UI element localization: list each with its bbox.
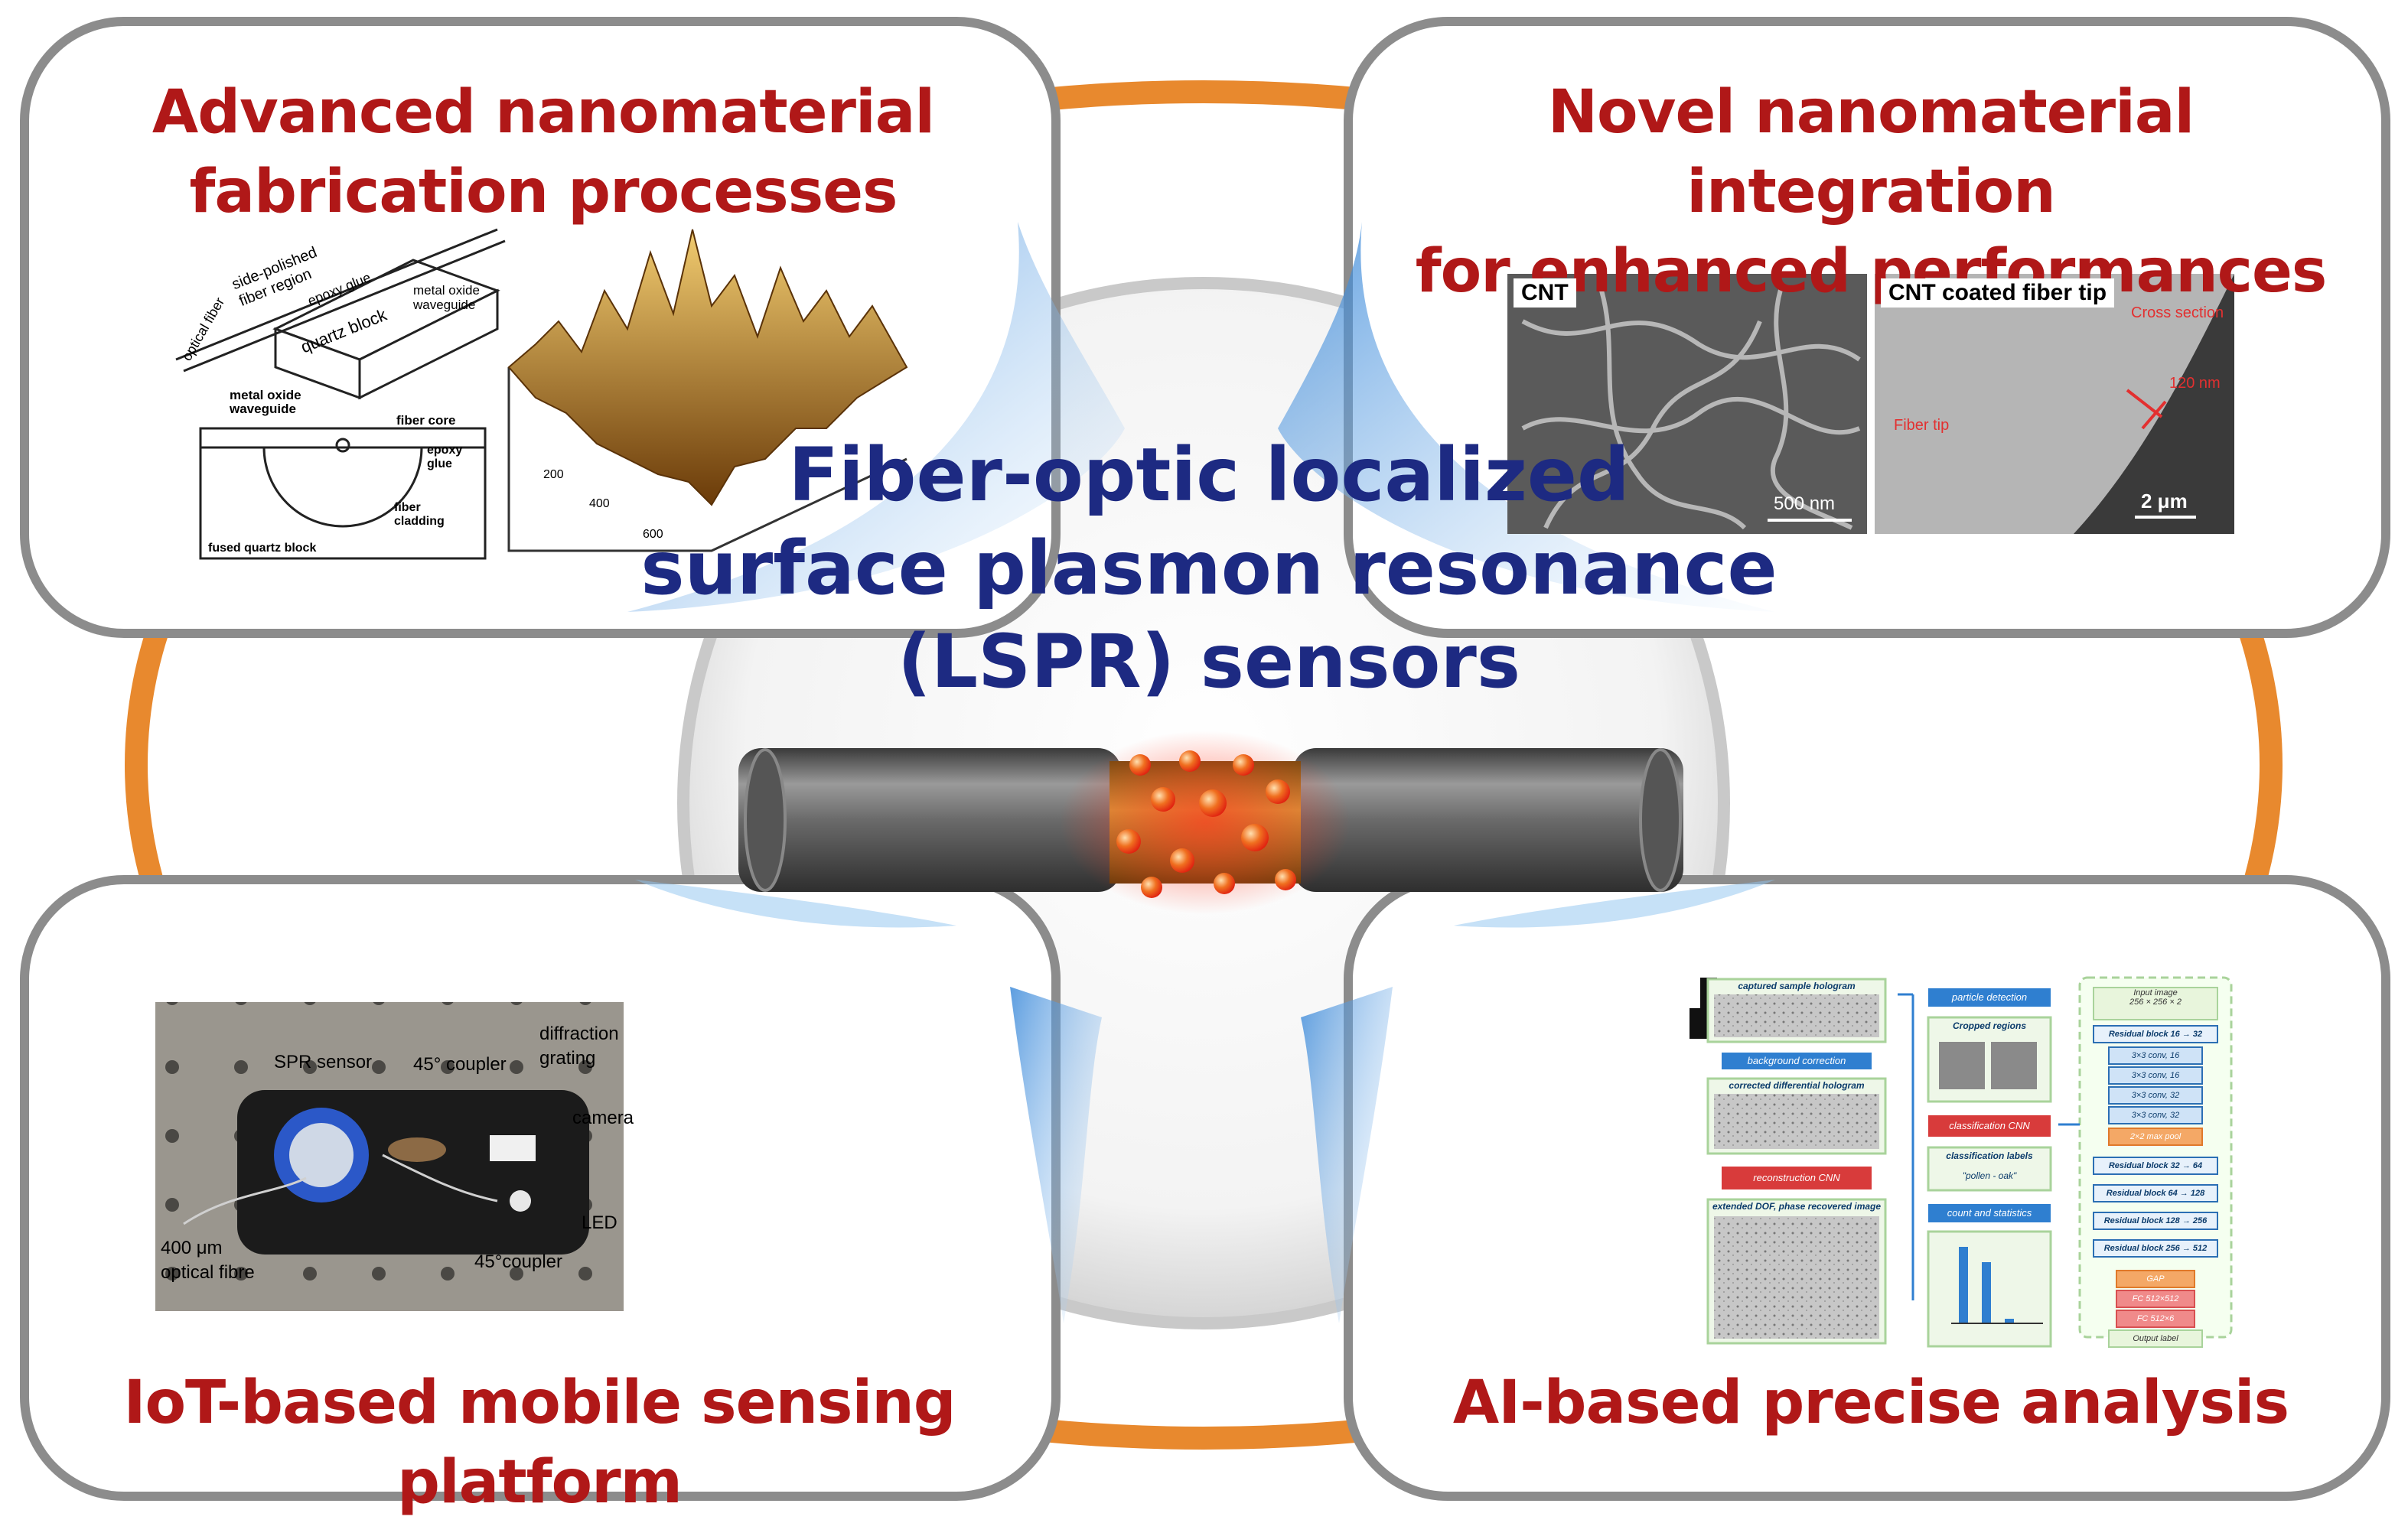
- optical-fiber-graphic: [738, 731, 1683, 914]
- schematic-label-epoxy-glue-bottom: epoxy glue: [427, 444, 463, 470]
- schematic-label-fiber-core: fiber core: [396, 413, 456, 428]
- flow-pollen-label: "pollen - oak": [1962, 1170, 2017, 1181]
- sem-scale-right: 2 μm: [2141, 490, 2188, 513]
- flow-classification-cnn: classification CNN: [1928, 1115, 2051, 1137]
- net-block-4: Residual block 128 → 256: [2093, 1212, 2218, 1230]
- sem-tag-cnt: CNT: [1514, 278, 1576, 308]
- flow-reconstruction-cnn: reconstruction CNN: [1722, 1167, 1872, 1189]
- net-conv-3: 3×3 conv, 32: [2108, 1086, 2203, 1105]
- photo-label-coupler-bottom: 45°coupler: [474, 1251, 563, 1272]
- sem-annotation-thickness: 120 nm: [2169, 375, 2221, 392]
- photo-label-led: LED: [582, 1212, 617, 1233]
- sem-images: [1507, 274, 2234, 534]
- center-title: Fiber-optic localized surface plasmon re…: [597, 428, 1821, 708]
- net-fc-1: GAP: [2116, 1270, 2195, 1288]
- net-input-label: Input image: [2133, 988, 2178, 997]
- net-block-3: Residual block 64 → 128: [2093, 1184, 2218, 1202]
- center-title-line-1: Fiber-optic localized: [788, 432, 1630, 518]
- afm-tick-400: 400: [589, 497, 610, 510]
- net-input-size: 256 × 256 × 2: [2129, 997, 2182, 1007]
- flow-corrected: corrected differential hologram: [1729, 1080, 1865, 1091]
- net-conv-4: 3×3 conv, 32: [2108, 1106, 2203, 1124]
- photo-label-diffraction: diffraction: [539, 1023, 619, 1044]
- flow-captured: captured sample hologram: [1738, 981, 1856, 991]
- sem-annotation-cross-section: Cross section: [2131, 304, 2224, 321]
- center-title-line-2: surface plasmon resonance: [640, 526, 1777, 611]
- net-pool: 2×2 max pool: [2108, 1128, 2203, 1146]
- mobile-platform-photo: [155, 1002, 624, 1311]
- net-block-5: Residual block 256 → 512: [2093, 1239, 2218, 1258]
- net-input: Input image 256 × 256 × 2: [2093, 987, 2218, 1020]
- panel-title-integration: Novel nanomaterial integration for enhan…: [1377, 73, 2364, 311]
- panel-title-fabrication: Advanced nanomaterial fabrication proces…: [92, 73, 995, 232]
- sem-scale-left: 500 nm: [1774, 493, 1836, 514]
- afm-tick-600: 600: [643, 528, 663, 541]
- sem-annotation-fiber-tip: Fiber tip: [1894, 417, 1950, 434]
- sem-tag-coated-tip: CNT coated fiber tip: [1881, 278, 2115, 308]
- photo-label-fibre: optical fibre: [161, 1262, 255, 1283]
- net-block-2: Residual block 32 → 64: [2093, 1157, 2218, 1175]
- flow-cropped: Cropped regions: [1952, 1020, 2026, 1031]
- light-beams: [627, 222, 1775, 1323]
- afm-tick-200: 200: [543, 468, 564, 481]
- photo-label-coupler-top: 45° coupler: [413, 1054, 507, 1075]
- schematic-label-metal-oxide-bottom: metal oxide waveguide: [230, 388, 301, 416]
- waveguide-schematic: [175, 228, 506, 560]
- afm-surface-plot: [507, 229, 908, 552]
- panel-title-ai: AI-based precise analysis: [1452, 1368, 2289, 1437]
- net-fc-3: FC 512×6: [2116, 1310, 2195, 1328]
- orange-ring: [125, 80, 2283, 1450]
- net-fc-2: FC 512×512: [2116, 1290, 2195, 1308]
- photo-label-grating: grating: [539, 1048, 596, 1069]
- schematic-label-metal-oxide-top: metal oxide waveguide: [413, 283, 480, 312]
- flow-count-statistics: count and statistics: [1928, 1204, 2051, 1222]
- schematic-label-fiber-cladding: fiber cladding: [394, 501, 445, 528]
- net-conv-1: 3×3 conv, 16: [2108, 1046, 2203, 1065]
- flow-extended-dof: extended DOF, phase recovered image: [1712, 1201, 1882, 1212]
- photo-label-spr-sensor: SPR sensor: [274, 1052, 373, 1072]
- title-line-2: fabrication processes: [189, 158, 898, 226]
- title-line-1: Advanced nanomaterial: [152, 78, 935, 147]
- flow-classification-labels: classification labels: [1946, 1150, 2033, 1161]
- net-conv-2: 3×3 conv, 16: [2108, 1066, 2203, 1085]
- photo-label-fibre-size: 400 μm: [161, 1238, 223, 1258]
- panel-title-iot: IoT-based mobile sensing platform: [123, 1368, 956, 1517]
- schematic-label-fused-quartz: fused quartz block: [208, 542, 317, 555]
- flow-background-correction: background correction: [1722, 1053, 1872, 1069]
- net-output: Output label: [2108, 1329, 2203, 1348]
- center-title-line-3: (LSPR) sensors: [898, 619, 1520, 705]
- net-block-1: Residual block 16 → 32: [2093, 1025, 2218, 1043]
- flow-particle-detection: particle detection: [1928, 988, 2051, 1007]
- title-line-1: Novel nanomaterial integration: [1547, 78, 2195, 226]
- photo-label-camera: camera: [572, 1108, 634, 1128]
